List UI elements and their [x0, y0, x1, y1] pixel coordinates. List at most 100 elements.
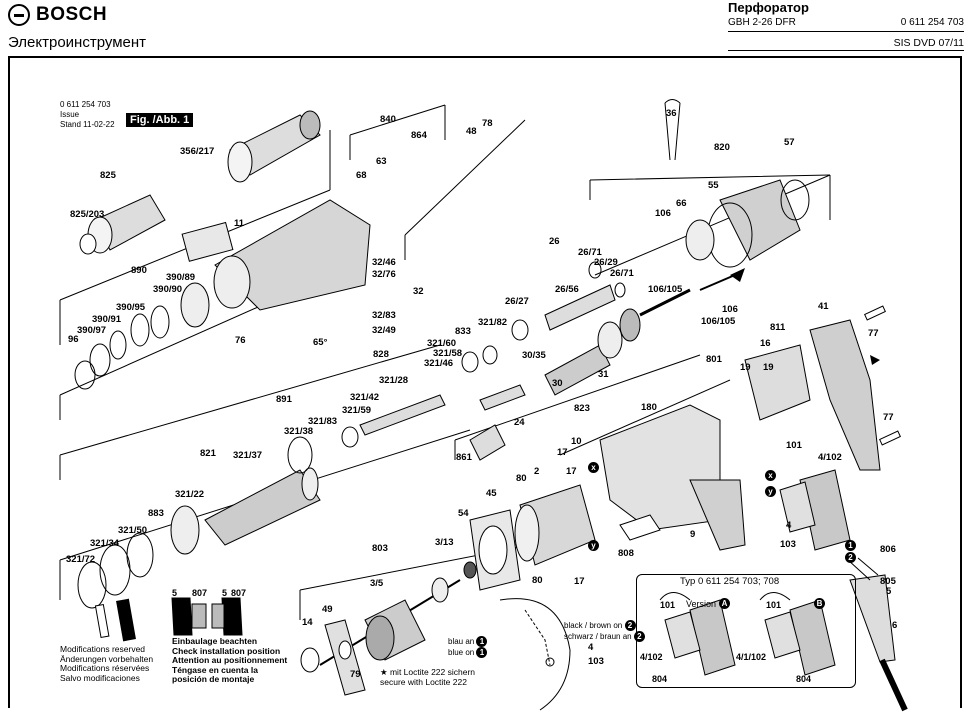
install-num: 5 [222, 588, 228, 598]
install-position-icons [94, 597, 243, 642]
part-number-label: 26/56 [555, 284, 579, 295]
part-number-label: 9 [690, 529, 695, 540]
part-number-label: 891 [276, 394, 293, 405]
arrow-icon [730, 268, 745, 282]
shaft-26 [511, 261, 626, 341]
issue-meta: 0 611 254 703 Issue Stand 11-02-22 [60, 100, 115, 130]
part-number-label: 26 [549, 236, 560, 247]
install-line: posición de montaje [172, 674, 255, 684]
part-number-label: 76 [235, 335, 246, 346]
part-number-label: 106 [655, 208, 671, 219]
meta-number: 0 611 254 703 [60, 100, 111, 109]
type-part: 804 [796, 674, 812, 684]
part-number-label: 390/90 [153, 284, 182, 295]
circle-2-icon: 2 [845, 552, 856, 563]
circle-x-icon: x [765, 470, 776, 481]
part-number-label: 10 [571, 436, 582, 447]
part-number-label: 321/34 [90, 538, 120, 549]
part-number-label: 32/46 [372, 257, 396, 268]
part-number-label: 321/22 [175, 489, 204, 500]
part-number-label: 321/37 [233, 450, 262, 461]
part-number-label: 803 [372, 543, 388, 554]
wire-schwarz: schwarz / braun an [564, 632, 632, 641]
type-version-box [636, 574, 856, 688]
part-number-label: 19 [740, 362, 751, 373]
part-number-label: 26/71 [610, 268, 634, 279]
part-number-label: 321/42 [350, 392, 379, 403]
type-label: Typ 0 611 254 703; 708 [680, 576, 780, 587]
tool-model: GBH 2-26 DFR [728, 17, 796, 28]
arrow-icon [870, 355, 880, 365]
motor-housing [599, 344, 811, 551]
install-line: Téngase en cuenta la [172, 664, 258, 675]
part-number-label: 321/50 [118, 525, 147, 536]
part-number-label: 864 [411, 130, 428, 141]
part-number-label: 45 [486, 488, 497, 499]
part-number-label: 808 [618, 548, 634, 559]
part-number-label: 26/71 [578, 247, 602, 258]
part-number-label: 321/82 [478, 317, 507, 328]
header-divider [728, 31, 964, 32]
part-number-label: 106/105 [701, 316, 736, 327]
header-divider [728, 50, 964, 51]
install-line: Einbaulage beachten [172, 636, 258, 646]
part-number-label: 3/5 [370, 578, 384, 589]
part-number-label: 65° [313, 337, 328, 348]
part-number-label: 78 [482, 118, 493, 129]
part-number-label: 36 [666, 108, 677, 119]
part-number-label: 68 [356, 170, 367, 181]
part-number-label: 321/83 [308, 416, 337, 427]
part-number-label: 57 [784, 137, 795, 148]
part-number-label: 390/91 [92, 314, 122, 325]
part-number-label: 390/97 [77, 325, 106, 336]
group-bracket [589, 174, 831, 200]
note-line: Änderungen vorbehalten [60, 653, 154, 664]
disc-label: SIS DVD 07/11 [893, 37, 964, 49]
ring-set [74, 282, 210, 390]
group-bracket [349, 104, 446, 160]
circle-a-icon: A [719, 598, 731, 609]
part-number-label: 19 [763, 362, 774, 373]
type-part: 4/102 [640, 652, 663, 662]
group-bracket [404, 119, 526, 260]
part-number-label: 3/13 [435, 537, 454, 548]
part-number-label: 30 [552, 378, 563, 389]
circle-1-icon: 1 [476, 636, 488, 647]
stator [514, 484, 596, 566]
stand-label: Stand [60, 120, 81, 129]
part-number-label: 17 [566, 466, 577, 477]
part-number-label: 41 [818, 301, 829, 312]
gear-housing [181, 199, 371, 311]
part-number-label: 14 [302, 617, 313, 628]
circle-2-icon: 2 [624, 620, 636, 631]
part-number-label: 883 [148, 508, 164, 519]
part-number-label: 823 [574, 403, 590, 414]
type-part: 101 [660, 600, 676, 610]
tool-type: Перфоратор [728, 0, 809, 15]
part-number-label: 101 [786, 440, 803, 451]
part-number-label: 54 [458, 508, 469, 519]
part-number: 0 611 254 703 [900, 17, 964, 28]
rear-handle [809, 305, 901, 471]
version-a: Version A [686, 598, 731, 609]
version-b: B [814, 598, 825, 609]
part-number-label: 79 [350, 669, 361, 680]
brand-name: BOSCH [36, 4, 108, 25]
striker-assembly [341, 345, 498, 448]
group-bracket [594, 174, 831, 276]
part-number-label: 4 [588, 642, 594, 653]
circle-y-icon: y [765, 486, 776, 497]
part-number-label: 17 [557, 447, 568, 458]
install-note: Einbaulage beachten Check installation p… [172, 636, 287, 685]
part-number-label: 26/27 [505, 296, 529, 307]
loctite-line: secure with Loctite 222 [380, 677, 467, 687]
circle-1-icon: 1 [845, 540, 856, 551]
wire-blue-en: blue on [448, 648, 475, 657]
part-number-label: 825 [100, 170, 117, 181]
part-number-label: 106 [722, 304, 738, 315]
part-number-label: 31 [598, 369, 609, 380]
wobble-bearing [469, 308, 641, 461]
version-label: Version [686, 598, 717, 609]
install-line: Check installation position [172, 645, 281, 656]
